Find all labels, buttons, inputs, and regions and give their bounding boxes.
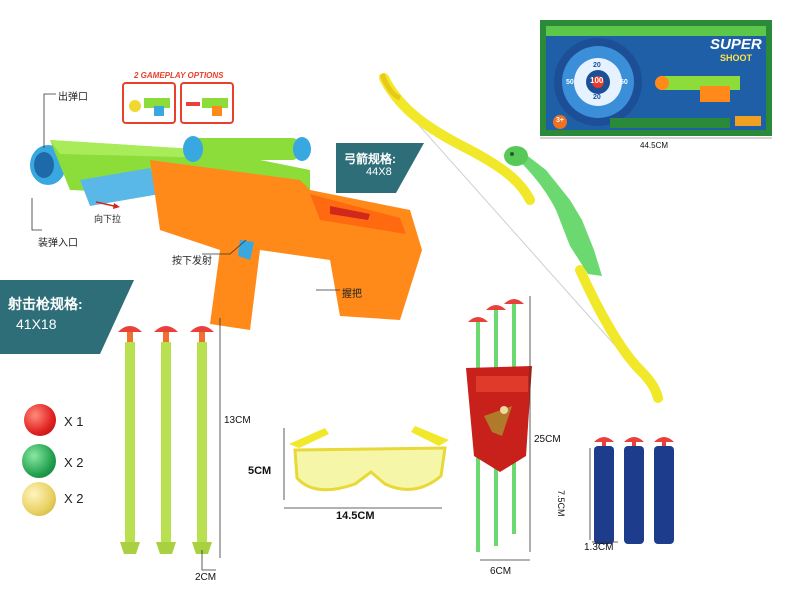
gun-muzzle-label: 出弹口 — [58, 92, 88, 103]
dart-height-label: 13CM — [224, 415, 251, 426]
loading-callout-line — [31, 198, 42, 231]
box-target-left: 50 — [566, 79, 574, 86]
gun-grip-label: 握把 — [342, 289, 362, 300]
gun-spec-size: 41X18 — [16, 316, 57, 332]
glasses-height-label: 5CM — [248, 465, 272, 477]
green-ball — [22, 444, 56, 478]
arrows-height-line — [529, 296, 531, 552]
box-target-top: 20 — [593, 62, 601, 69]
arrows-height-label: 25CM — [534, 434, 561, 445]
glasses-height-line — [283, 428, 285, 500]
arrows-width-label: 6CM — [490, 566, 512, 577]
suction-darts-illustration — [118, 326, 214, 554]
bow-spec-banner-shape — [336, 143, 424, 193]
gun-spec-banner-shape — [0, 280, 134, 354]
box-target-center: 100 — [590, 76, 604, 85]
arrows-quiver-illustration — [466, 299, 532, 552]
box-brand-top: SUPER — [710, 36, 762, 53]
gameplay-option-dart — [180, 82, 234, 124]
box-width-label: 44.5CM — [640, 141, 669, 150]
dart-width-line — [201, 550, 216, 571]
yellow-ball — [22, 482, 56, 516]
ball-mode-icon — [129, 98, 170, 116]
bow-spec-title: 弓箭规格: — [344, 152, 396, 166]
toy-gun-illustration — [30, 136, 422, 330]
gun-trigger-label: 按下发射 — [172, 256, 212, 267]
glasses-width-line — [284, 507, 442, 509]
foam-width-line — [592, 541, 618, 543]
yellow-ball-qty: X 2 — [64, 491, 84, 506]
box-target-bottom: 20 — [593, 94, 601, 101]
red-ball-qty: X 1 — [64, 414, 84, 429]
box-illustration — [540, 20, 772, 136]
safety-glasses-illustration — [289, 426, 449, 492]
trigger-callout-line — [202, 239, 247, 255]
gun-pull-label: 向下拉 — [94, 214, 122, 224]
gameplay-title: 2 GAMEPLAY OPTIONS — [134, 71, 224, 80]
dart-width-label: 2CM — [195, 572, 217, 583]
box-age-badge: 3+ — [556, 117, 564, 124]
muzzle-callout-line — [43, 93, 56, 148]
foam-height-label: 7.5CM — [556, 490, 566, 517]
bow-illustration — [379, 73, 663, 403]
gameplay-option-ball — [122, 82, 176, 124]
glasses-width-label: 14.5CM — [336, 510, 375, 522]
dart-mode-icon — [186, 98, 228, 116]
product-box: SUPER SHOOT 100 20 50 20 50 3+ — [540, 20, 772, 140]
dart-height-line — [219, 318, 221, 558]
arrows-width-line — [480, 559, 530, 561]
red-ball — [24, 404, 56, 436]
bow-spec-size: 44X8 — [366, 166, 392, 178]
foam-height-line — [589, 448, 591, 540]
foam-darts-illustration — [594, 437, 674, 544]
grip-callout-line — [316, 289, 340, 291]
gun-spec-title: 射击枪规格: — [8, 296, 83, 312]
box-width-line — [540, 137, 772, 139]
pull-arrow — [95, 201, 120, 209]
gun-loading-label: 装弹入口 — [38, 238, 78, 249]
foam-width-label: 1.3CM — [584, 542, 614, 553]
box-target-right: 50 — [620, 79, 628, 86]
green-ball-qty: X 2 — [64, 455, 84, 470]
box-brand-bottom: SHOOT — [720, 53, 753, 63]
